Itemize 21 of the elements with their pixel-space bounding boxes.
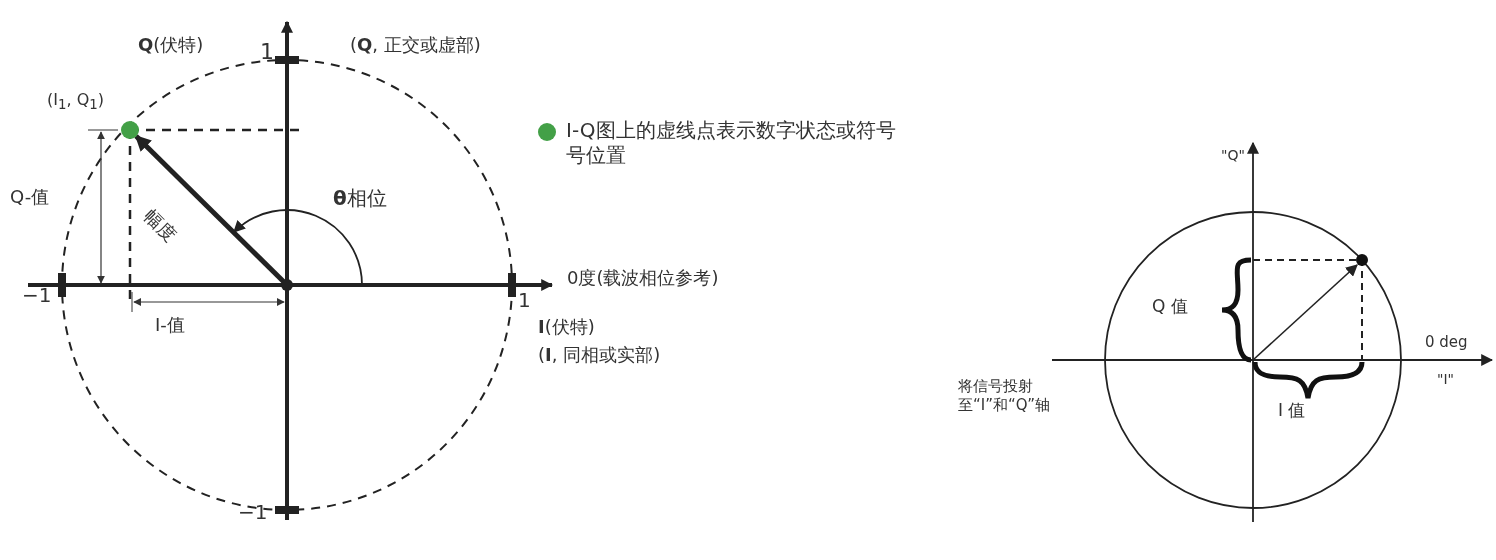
tick-label: −1 [22, 283, 52, 308]
axis-label: (Q, 正交或虚部) [350, 34, 481, 57]
value-label: Q 值 [1152, 296, 1188, 318]
axis-label: Q(伏特) [138, 34, 204, 57]
axis-label: 0度(载波相位参考) [567, 267, 719, 290]
tick-label: 1 [260, 38, 274, 66]
dimension-label: I-值 [155, 314, 185, 337]
angle-label: θ相位 [333, 186, 387, 211]
legend-text: I-Q图上的虚线点表示数字状态或符号号位置 [566, 118, 897, 168]
axis-label: 0 deg [1425, 333, 1468, 352]
vector-label: 幅度 [139, 205, 181, 247]
point-label: (I$_{1}$, Q$_{1}$) [47, 90, 104, 114]
axis-label: "I" [1437, 371, 1454, 389]
axis-label: (I, 同相或实部) [538, 344, 661, 367]
tick-label: 1 [518, 288, 531, 313]
axis-label: "Q" [1221, 147, 1245, 165]
tick-label: −1 [238, 500, 268, 525]
value-label: I 值 [1278, 400, 1306, 422]
dimension-label: Q-值 [10, 186, 50, 209]
note: 将信号投射至“I”和“Q”轴 [958, 377, 1052, 415]
axis-label: I(伏特) [538, 316, 595, 339]
